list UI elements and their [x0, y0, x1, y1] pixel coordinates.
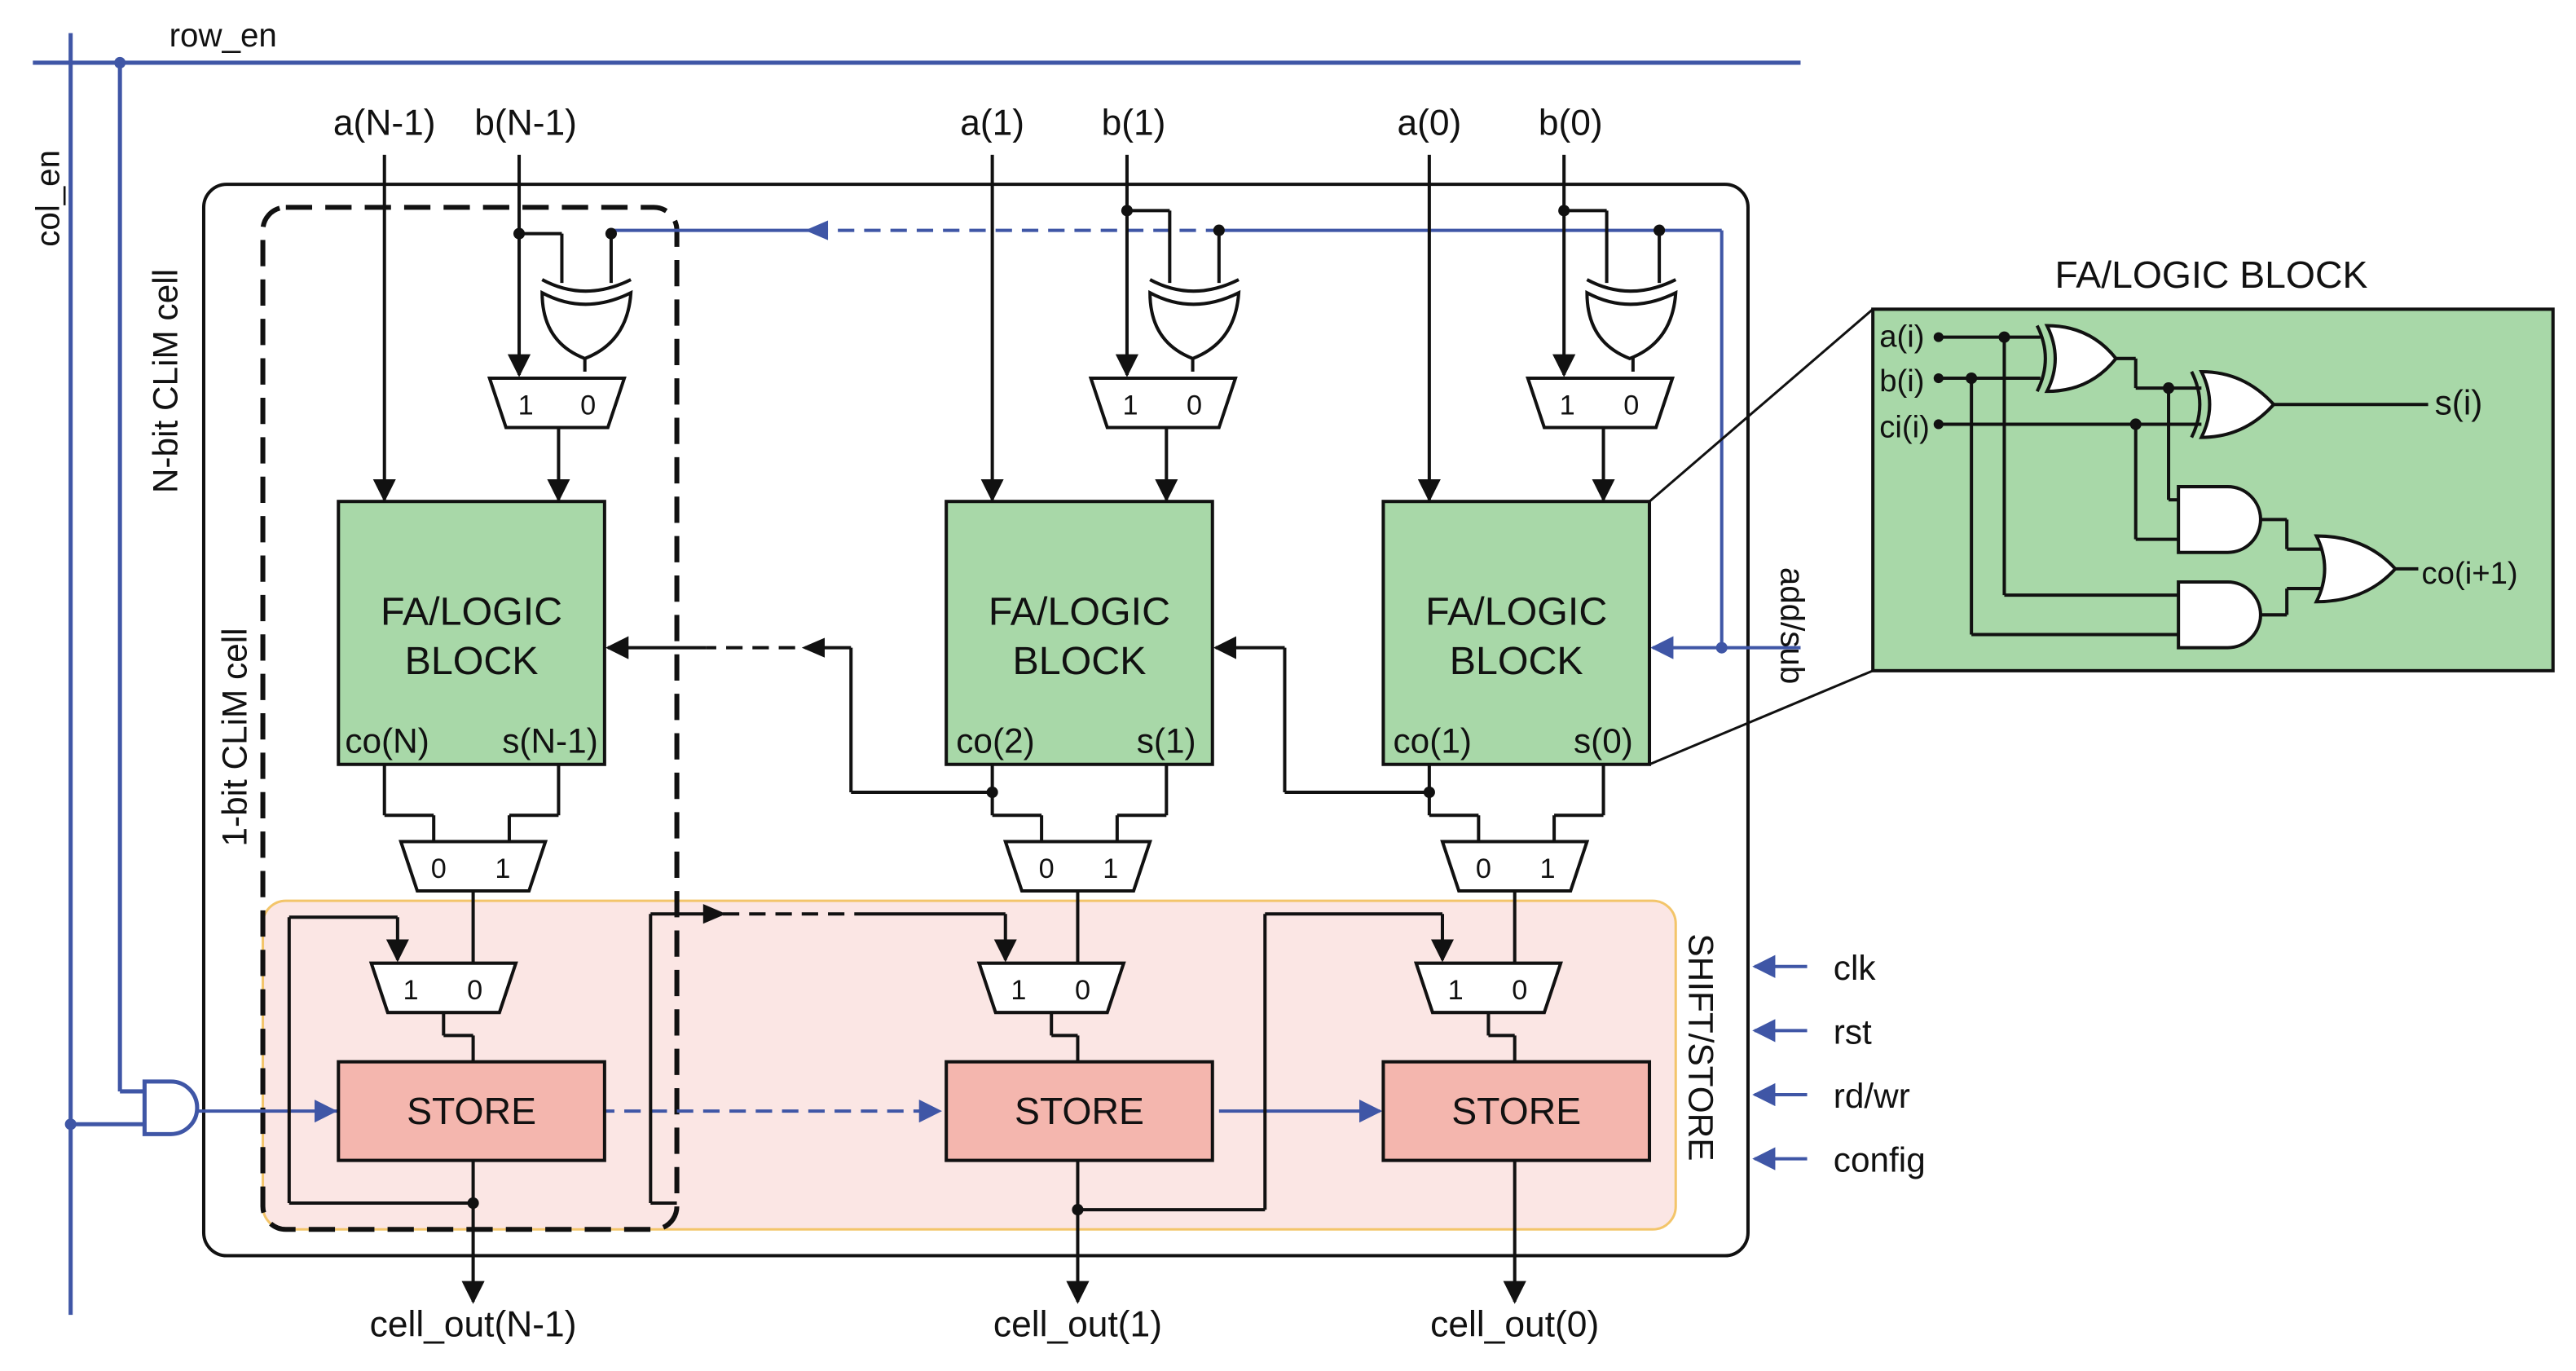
store-block: [337, 1060, 606, 1162]
detail-input-ci: ci(i): [1879, 410, 1930, 445]
mux-label-0: 0: [1075, 975, 1090, 1006]
cell-output-label: cell_out(N-1): [370, 1304, 577, 1344]
xor-gate: [1585, 289, 1678, 360]
store-label: STORE: [407, 1090, 536, 1132]
sum-label: s(0): [1574, 722, 1633, 760]
shift-mux: [976, 961, 1126, 1015]
mux-label-1: 1: [1560, 390, 1575, 421]
fa-block-title: FA/LOGIC: [381, 589, 562, 633]
sum-label: s(N-1): [502, 722, 598, 760]
cell-output-label: cell_out(1): [993, 1304, 1162, 1344]
mux-label-1: 1: [1122, 390, 1138, 421]
mux-label-0: 0: [1623, 390, 1639, 421]
xor-gate: [2199, 369, 2276, 439]
xor-gate: [1148, 289, 1241, 360]
output-mux: [399, 840, 548, 893]
fa-block-subtitle: BLOCK: [1450, 639, 1583, 683]
mux-label-1: 1: [518, 390, 534, 421]
fa-logic-block: [945, 500, 1214, 766]
fa-block-subtitle: BLOCK: [405, 639, 539, 683]
carry-out-label: co(1): [1394, 722, 1472, 760]
fa-block-subtitle: BLOCK: [1012, 639, 1146, 683]
mux-label-1: 1: [403, 975, 418, 1006]
and-gate: [2177, 580, 2262, 650]
detail-input-a: a(i): [1879, 320, 1924, 355]
mux-label-0: 0: [467, 975, 482, 1006]
store-block: [945, 1060, 1214, 1162]
mux-label-0: 0: [580, 390, 596, 421]
col-en-label: col_en: [30, 150, 67, 247]
mux-label-0: 0: [1039, 853, 1055, 884]
column-n-minus-1: a(N-1) b(N-1) 1 0 FA/LOGIC BLOCK co(N) s…: [287, 104, 633, 1344]
detail-output-co: co(i+1): [2422, 556, 2518, 591]
enable-and-gate: [142, 1079, 200, 1136]
and-gate: [2177, 485, 2262, 554]
input-a: a(N-1): [333, 104, 436, 143]
mux: [1088, 377, 1238, 430]
rd-wr-label: rd/wr: [1834, 1077, 1910, 1115]
config-label: config: [1834, 1141, 1926, 1179]
onebit-cell-label: 1-bit CLiM cell: [215, 628, 253, 846]
mux: [487, 377, 627, 430]
mux-label-1: 1: [1103, 853, 1118, 884]
fa-logic-block: [1381, 500, 1652, 766]
mux-label-0: 0: [1187, 390, 1202, 421]
shift-mux: [1413, 961, 1563, 1015]
nbit-cell-label: N-bit CLiM cell: [147, 269, 185, 493]
input-b: b(1): [1102, 104, 1166, 143]
output-mux: [1002, 840, 1152, 893]
shift-store-label: SHIFT/STORE: [1681, 933, 1720, 1161]
rst-label: rst: [1834, 1012, 1872, 1051]
detail-output-s: s(i): [2435, 383, 2483, 421]
mux-label-1: 1: [1011, 975, 1026, 1006]
mux-label-0: 0: [431, 853, 447, 884]
fa-block-title: FA/LOGIC: [1425, 589, 1607, 633]
input-b: b(N-1): [474, 104, 577, 143]
input-a: a(0): [1397, 104, 1461, 143]
carry-out-label: co(N): [345, 722, 429, 760]
onebit-cell-outline: [260, 205, 680, 1232]
store-label: STORE: [1451, 1090, 1581, 1132]
mux-label-1: 1: [1539, 853, 1555, 884]
output-mux: [1440, 840, 1590, 893]
input-a: a(1): [960, 104, 1024, 143]
fa-block-title: FA/LOGIC: [989, 589, 1170, 633]
mux: [1526, 377, 1676, 430]
zoom-lines: [1649, 308, 1874, 766]
detail-title: FA/LOGIC BLOCK: [2055, 253, 2368, 296]
shift-mux: [368, 961, 518, 1015]
row-en-label: row_en: [170, 17, 277, 54]
column-0: a(0) b(0) 1 0 FA/LOGIC BLOCK co(1) s(0): [1381, 104, 1678, 1344]
column-1: a(1) b(1) 1 0 FA/LOGIC BLOCK co(2) s(1): [945, 104, 1455, 1344]
mux-label-1: 1: [495, 853, 510, 884]
store-label: STORE: [1015, 1090, 1144, 1132]
mux-label-0: 0: [1476, 853, 1491, 884]
detail-input-b: b(i): [1879, 364, 1924, 399]
row-en-bus: [33, 33, 1801, 1316]
input-b: b(0): [1539, 104, 1603, 143]
fa-logic-block: [337, 500, 606, 766]
carry-out-label: co(2): [956, 722, 1034, 760]
or-gate: [2314, 534, 2398, 604]
clk-label: clk: [1834, 949, 1877, 987]
sum-label: s(1): [1137, 722, 1196, 760]
xor-gate: [2044, 324, 2119, 394]
mux-label-0: 0: [1512, 975, 1527, 1006]
xor-gate: [540, 289, 633, 360]
nbit-cell-outline: [201, 183, 1750, 1258]
store-block: [1381, 1060, 1652, 1162]
cell-output-label: cell_out(0): [1430, 1304, 1599, 1344]
fa-logic-detail: FA/LOGIC BLOCK a(i) b(i) ci(i) s(i) co(i…: [1871, 253, 2555, 672]
mux-label-1: 1: [1448, 975, 1464, 1006]
add-sub-label: add/sub: [1773, 567, 1810, 684]
